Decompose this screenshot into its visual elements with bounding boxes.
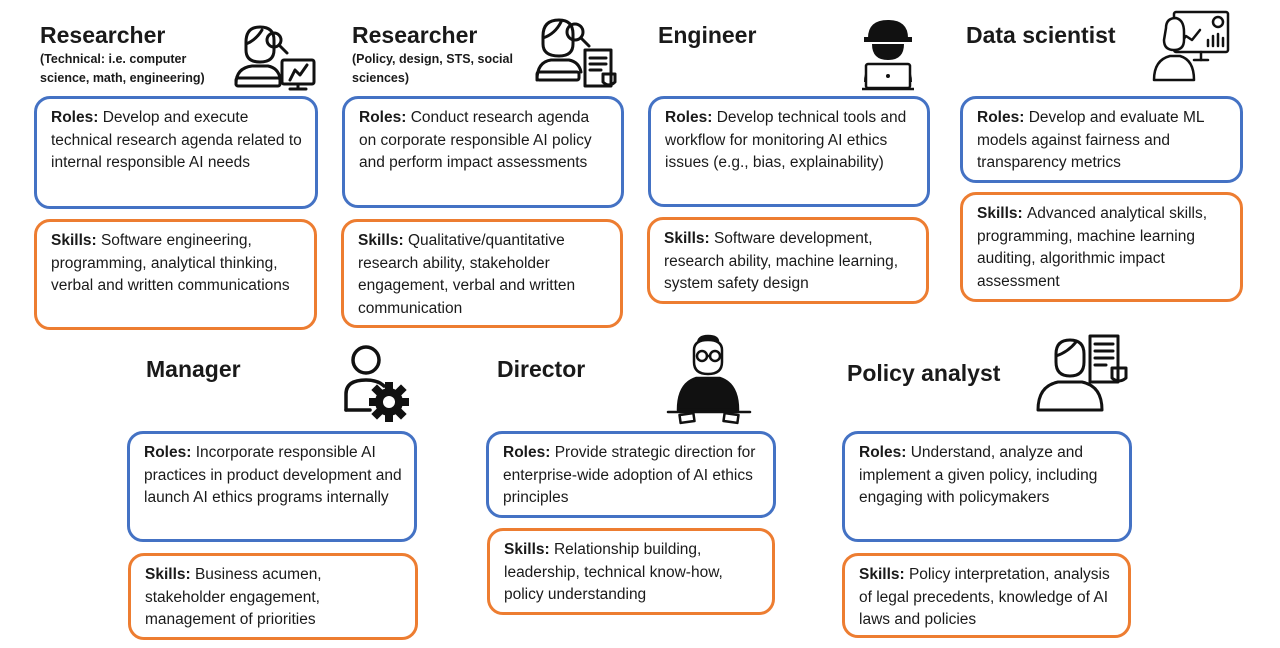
data-scientist-title: Data scientist xyxy=(966,22,1116,48)
skills-label: Skills: xyxy=(977,205,1027,222)
policy-analyst-skills-box: Skills: Policy interpretation, analysis … xyxy=(842,553,1131,638)
director-skills-box: Skills: Relationship building, leadershi… xyxy=(487,528,775,615)
roles-text: Develop technical tools and workflow for… xyxy=(665,109,907,171)
roles-label: Roles: xyxy=(665,109,717,126)
roles-label: Roles: xyxy=(51,109,103,126)
policy-analyst-document-icon xyxy=(1032,330,1134,414)
skills-text: Software engineering, programming, analy… xyxy=(51,232,290,294)
engineer-title: Engineer xyxy=(658,22,757,48)
director-desk-icon xyxy=(664,334,756,428)
researcher-analytics-icon xyxy=(232,22,318,92)
roles-label: Roles: xyxy=(359,109,411,126)
engineer-roles-box: Roles: Develop technical tools and workf… xyxy=(648,96,930,207)
researcher-policy-icon xyxy=(535,14,621,92)
skills-label: Skills: xyxy=(145,566,195,583)
researcher-policy-subtitle: (Policy, design, STS, social sciences) xyxy=(352,52,513,85)
policy-analyst-roles-box: Roles: Understand, analyze and implement… xyxy=(842,431,1132,542)
researcher-technical-subtitle: (Technical: i.e. computer science, math,… xyxy=(40,52,205,85)
data-scientist-skills-box: Skills: Advanced analytical skills, prog… xyxy=(960,192,1243,302)
manager-gear-icon xyxy=(340,340,412,426)
roles-text: Understand, analyze and implement a give… xyxy=(859,444,1098,506)
researcher-policy-title: Researcher xyxy=(352,22,478,48)
data-scientist-roles-box: Roles: Develop and evaluate ML models ag… xyxy=(960,96,1243,183)
director-title: Director xyxy=(497,356,586,382)
engineer-skills-box: Skills: Software development, research a… xyxy=(647,217,929,304)
roles-text: Develop and evaluate ML models against f… xyxy=(977,109,1204,171)
researcher-technical-roles-box: Roles: Develop and execute technical res… xyxy=(34,96,318,209)
roles-label: Roles: xyxy=(977,109,1029,126)
manager-roles-box: Roles: Incorporate responsible AI practi… xyxy=(127,431,417,542)
skills-text: Policy interpretation, analysis of legal… xyxy=(859,566,1110,628)
skills-text: Software development, research ability, … xyxy=(664,230,899,292)
skills-label: Skills: xyxy=(859,566,909,583)
policy-analyst-title: Policy analyst xyxy=(847,360,1001,386)
researcher-policy-roles-box: Roles: Conduct research agenda on corpor… xyxy=(342,96,624,208)
skills-text: Business acumen, stakeholder engagement,… xyxy=(145,566,322,628)
manager-skills-box: Skills: Business acumen, stakeholder eng… xyxy=(128,553,418,640)
skills-text: Advanced analytical skills, programming,… xyxy=(977,205,1208,290)
director-roles-box: Roles: Provide strategic direction for e… xyxy=(486,431,776,518)
skills-text: Relationship building, leadership, techn… xyxy=(504,541,723,603)
roles-label: Roles: xyxy=(144,444,196,461)
researcher-policy-skills-box: Skills: Qualitative/quantitative researc… xyxy=(341,219,623,328)
researcher-technical-skills-box: Skills: Software engineering, programmin… xyxy=(34,219,317,330)
engineer-hardhat-icon xyxy=(858,16,918,92)
roles-text: Provide strategic direction for enterpri… xyxy=(503,444,756,506)
skills-label: Skills: xyxy=(664,230,714,247)
data-scientist-dashboard-icon xyxy=(1150,10,1232,84)
roles-label: Roles: xyxy=(859,444,911,461)
skills-label: Skills: xyxy=(51,232,101,249)
roles-text: Develop and execute technical research a… xyxy=(51,109,302,171)
skills-text: Qualitative/quantitative research abilit… xyxy=(358,232,576,317)
skills-label: Skills: xyxy=(358,232,408,249)
roles-text: Incorporate responsible AI practices in … xyxy=(144,444,402,506)
roles-text: Conduct research agenda on corporate res… xyxy=(359,109,592,171)
researcher-technical-title: Researcher xyxy=(40,22,166,48)
manager-title: Manager xyxy=(146,356,241,382)
skills-label: Skills: xyxy=(504,541,554,558)
roles-label: Roles: xyxy=(503,444,555,461)
